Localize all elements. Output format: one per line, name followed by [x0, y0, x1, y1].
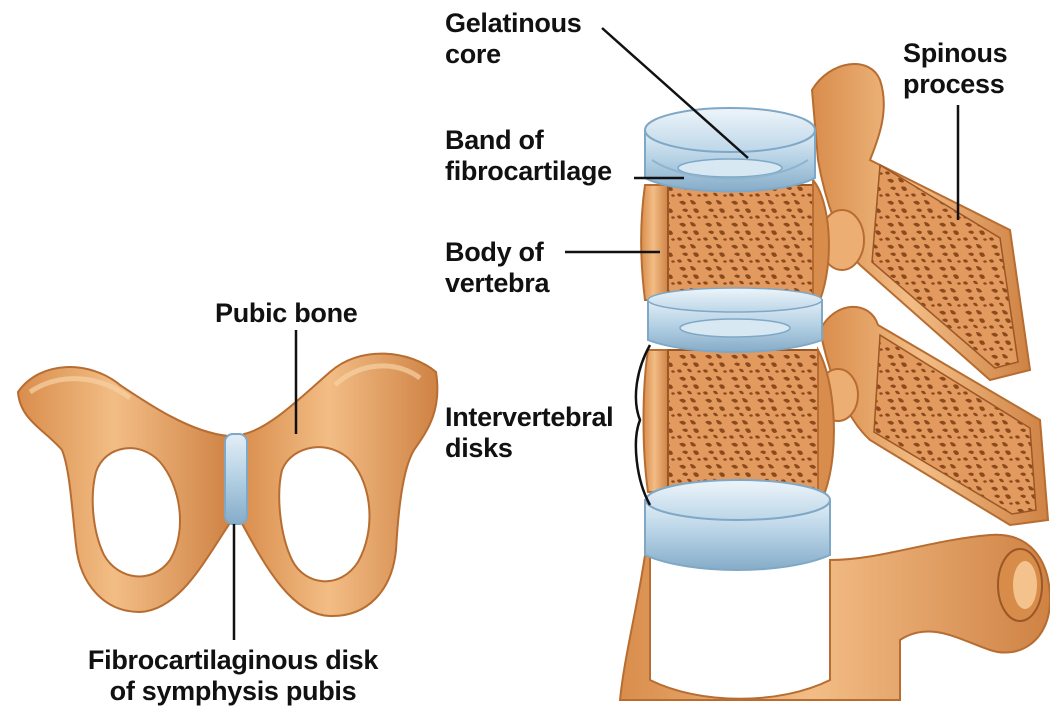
vertebral-body-upper	[668, 185, 813, 297]
label-fibro-line1: Fibrocartilaginous disk	[68, 645, 398, 676]
label-band-of-fibrocartilage: Band of fibrocartilage	[445, 125, 612, 187]
label-intervertebral-line2: disks	[445, 433, 613, 464]
gelatinous-core	[678, 159, 782, 177]
label-pubic-line1: Pubic bone	[215, 298, 358, 329]
vertebral-body-middle	[668, 350, 818, 492]
label-spinous-process: Spinous process	[903, 38, 1007, 100]
intervertebral-disk-middle	[648, 288, 822, 352]
label-band-line1: Band of	[445, 125, 612, 156]
label-gelatinous-core: Gelatinous core	[445, 8, 582, 70]
pelvis-illustration	[18, 330, 437, 640]
label-intervertebral-disks: Intervertebral disks	[445, 402, 613, 464]
label-spinous-line2: process	[903, 69, 1007, 100]
label-gelatinous-core-line2: core	[445, 39, 582, 70]
label-gelatinous-core-line1: Gelatinous	[445, 8, 582, 39]
label-pubic-bone: Pubic bone	[215, 298, 358, 329]
label-fibrocartilaginous-disk: Fibrocartilaginous disk of symphysis pub…	[68, 645, 398, 707]
label-intervertebral-line1: Intervertebral	[445, 402, 613, 433]
label-body-of-vertebra: Body of vertebra	[445, 237, 549, 299]
label-fibro-line2: of symphysis pubis	[68, 676, 398, 707]
label-spinous-line1: Spinous	[903, 38, 1007, 69]
label-body-line2: vertebra	[445, 268, 549, 299]
intervertebral-disk-bottom	[645, 480, 830, 570]
label-body-line1: Body of	[445, 237, 549, 268]
symphysis-disk	[225, 434, 247, 524]
vertebral-column-illustration	[565, 28, 1050, 700]
label-band-line2: fibrocartilage	[445, 156, 612, 187]
